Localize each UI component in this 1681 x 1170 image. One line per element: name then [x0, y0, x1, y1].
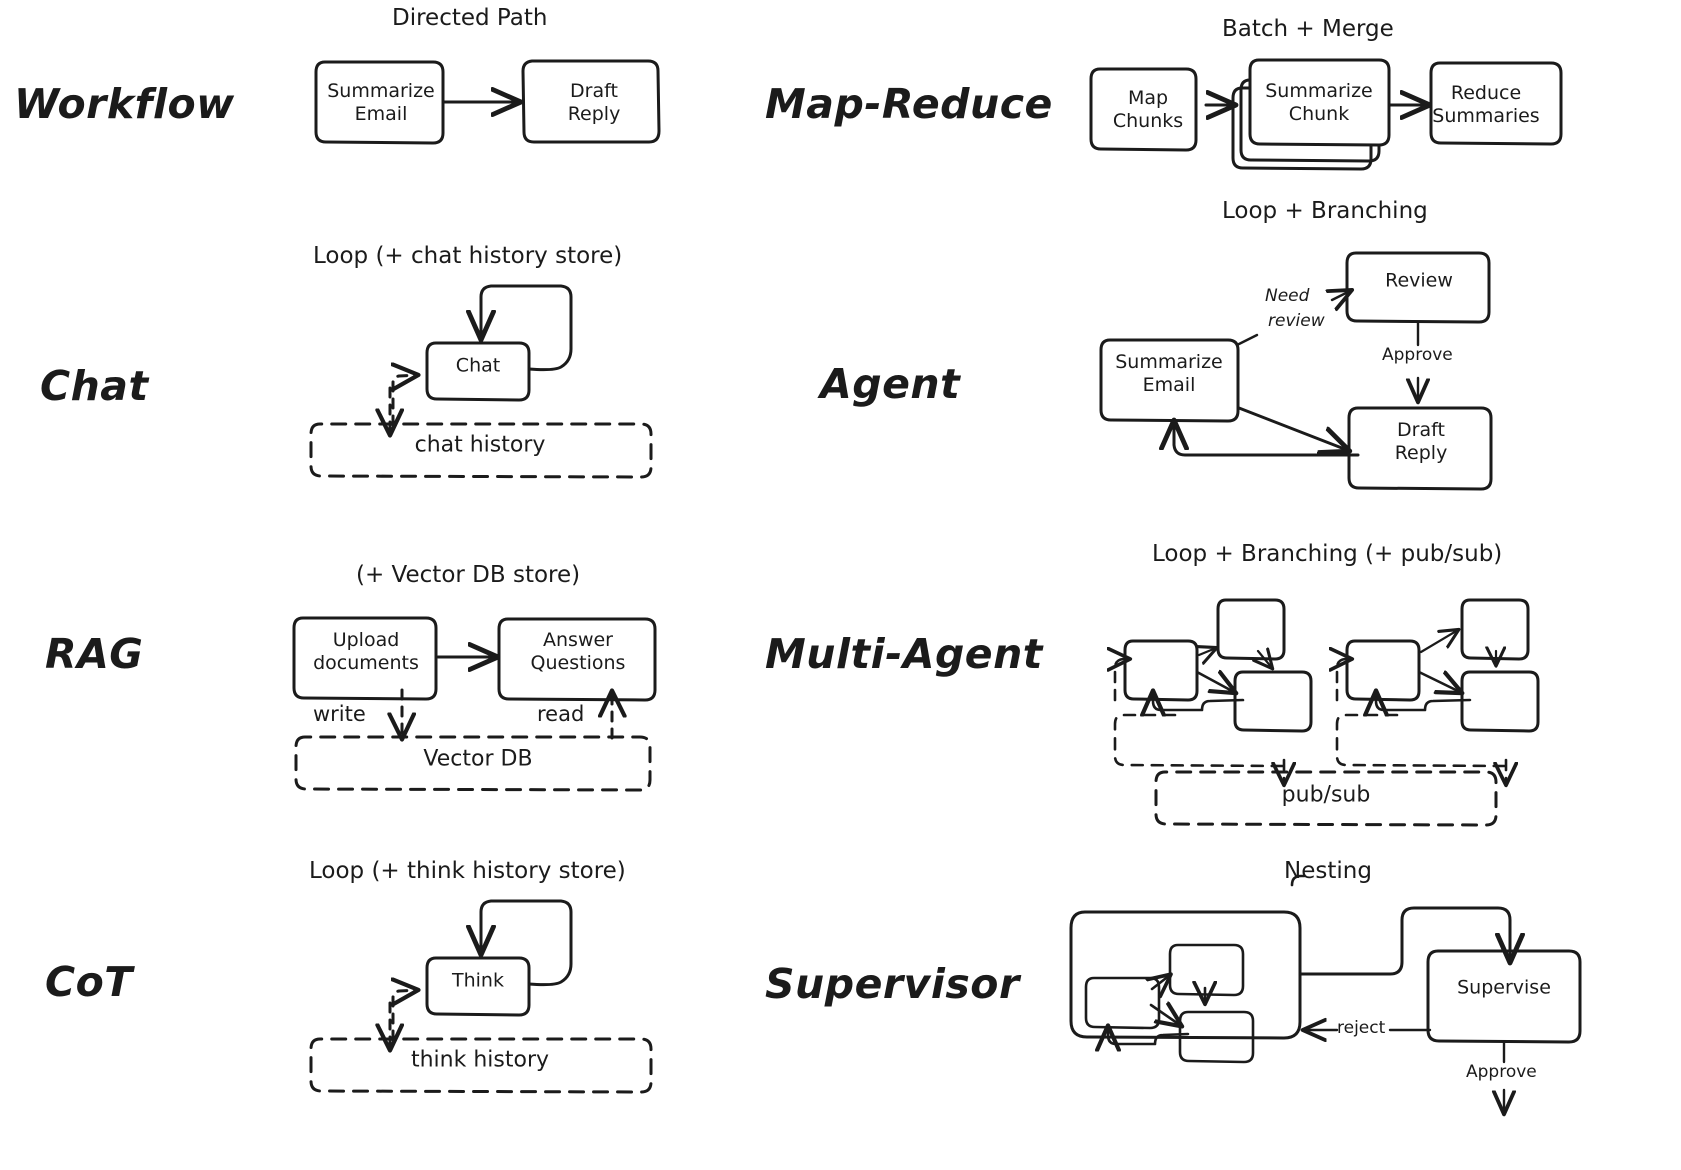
row-label-agent: Agent [820, 360, 961, 408]
caption-loop-chat-history: Loop (+ chat history store) [313, 243, 623, 269]
caption-loop-branching: Loop + Branching [1222, 198, 1428, 224]
edge-label-approve-agent: Approve [1382, 345, 1453, 365]
chat-graph [309, 284, 653, 479]
caption-nesting: Nesting [1284, 858, 1372, 884]
caption-loop-branching-pubsub: Loop + Branching (+ pub/sub) [1152, 541, 1503, 567]
row-label-multi-agent: Multi-Agent [765, 630, 1043, 678]
caption-loop-think-history: Loop (+ think history store) [309, 858, 626, 884]
row-label-cot: CoT [45, 958, 133, 1006]
row-label-chat: Chat [40, 362, 149, 410]
row-label-workflow: Workflow [14, 80, 235, 128]
edge-label-need-review-line1: Need [1265, 286, 1310, 306]
node-answer-questions: Answer Questions [530, 628, 626, 674]
edge-label-approve-supervisor: Approve [1466, 1062, 1537, 1082]
supervisor-graph [1069, 874, 1582, 1112]
store-pub-sub: pub/sub [1281, 782, 1371, 808]
caption-batch-merge: Batch + Merge [1222, 16, 1394, 42]
node-upload-documents: Upload documents [313, 628, 419, 674]
row-label-supervisor: Supervisor [765, 960, 1020, 1008]
edge-label-read: read [537, 702, 585, 726]
store-chat-history: chat history [414, 432, 546, 458]
cot-graph [309, 899, 653, 1094]
workflow-graph [314, 59, 661, 145]
node-summarize-email-workflow: Summarize Email [327, 79, 435, 125]
node-draft-reply-agent: Draft Reply [1394, 418, 1448, 464]
row-label-map-reduce: Map-Reduce [765, 80, 1053, 128]
node-review: Review [1385, 269, 1453, 292]
node-think: Think [452, 969, 504, 992]
rag-graph [292, 616, 657, 792]
node-reduce-summaries: Reduce Summaries [1432, 81, 1540, 127]
node-supervise: Supervise [1457, 976, 1551, 999]
caption-directed-path: Directed Path [392, 5, 548, 31]
node-map-chunks: Map Chunks [1112, 86, 1184, 132]
node-summarize-chunk: Summarize Chunk [1265, 79, 1373, 125]
caption-vector-db-store: (+ Vector DB store) [356, 562, 581, 588]
multi-agent-graph [1115, 598, 1540, 827]
node-draft-reply-workflow: Draft Reply [567, 79, 621, 125]
node-chat: Chat [455, 354, 501, 377]
agent-graph [1099, 251, 1493, 491]
edge-label-write: write [313, 702, 366, 726]
map-reduce-graph [1089, 58, 1563, 171]
edge-label-reject: reject [1337, 1018, 1386, 1038]
row-label-rag: RAG [45, 630, 144, 678]
edge-label-need-review-line2: review [1268, 311, 1325, 331]
store-think-history: think history [410, 1047, 550, 1073]
node-summarize-email-agent: Summarize Email [1115, 350, 1223, 396]
store-vector-db: Vector DB [423, 746, 533, 772]
